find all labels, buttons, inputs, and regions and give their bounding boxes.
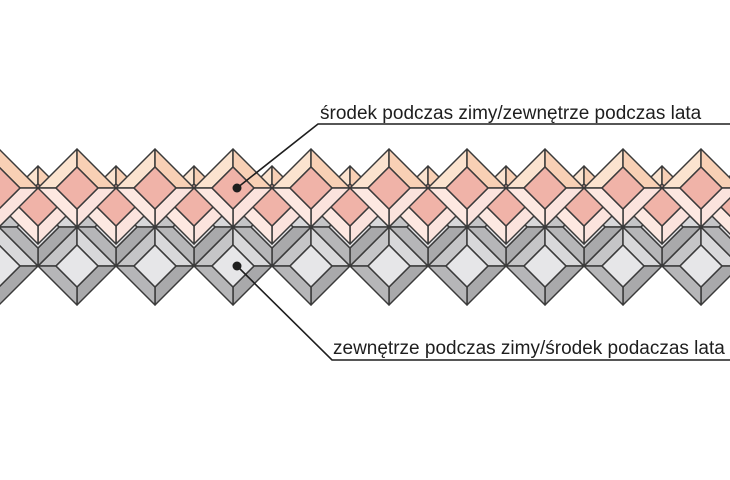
diamond-tile: [115, 148, 195, 228]
diamond-tile: [349, 148, 429, 228]
diamond-tile: [661, 148, 730, 228]
bottom-leader-line: [236, 265, 730, 361]
diamond-tile: [37, 148, 117, 228]
top-annotation-label: środek podczas zimy/zewnętrze podczas la…: [320, 103, 702, 124]
top-annotation: środek podczas zimy/zewnętrze podczas la…: [232, 103, 730, 193]
diamond-tile: [505, 148, 585, 228]
diamond-tile: [583, 148, 663, 228]
diamond-tile: [427, 148, 507, 228]
bottom-annotation: zewnętrze podczas zimy/środek podaczas l…: [232, 261, 730, 361]
bottom-annotation-label: zewnętrze podczas zimy/środek podaczas l…: [333, 338, 725, 359]
diamond-tile: [271, 148, 351, 228]
diamond-tile: [0, 148, 39, 228]
top-leader-line: [236, 123, 730, 189]
